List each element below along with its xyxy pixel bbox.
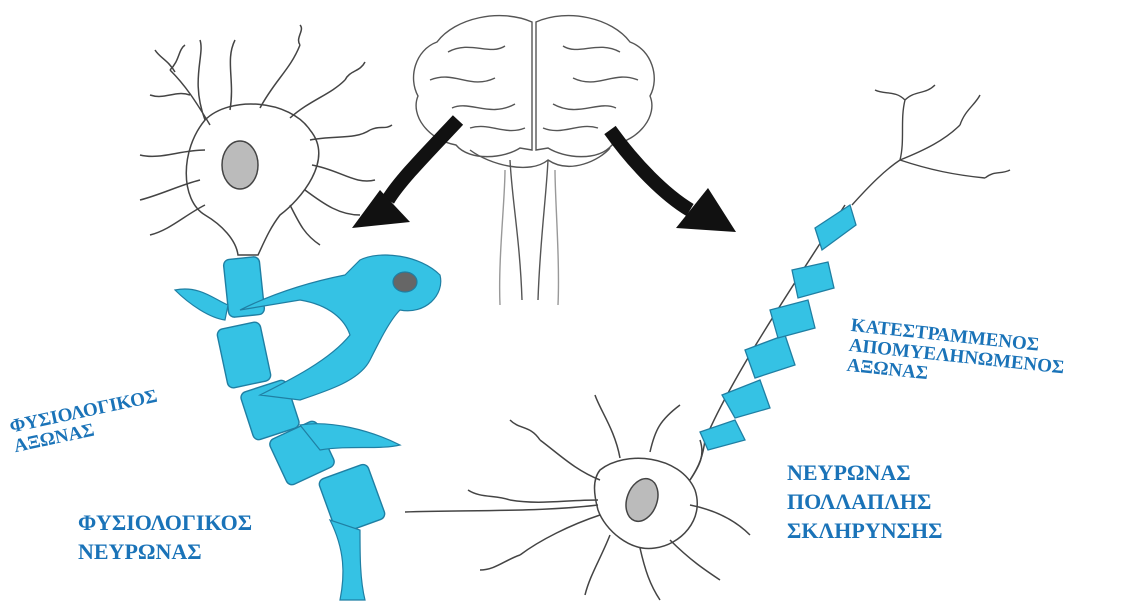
label-ms-neuron: ΝΕΥΡΩΝΑΣ ΠΟΛΛΑΠΛΗΣ ΣΚΛΗΡΥΝΣΗΣ (787, 458, 942, 545)
axon-terminal (852, 85, 1010, 205)
label-normal-neuron-line2: ΝΕΥΡΩΝΑΣ (78, 538, 252, 567)
label-normal-neuron-line1: ΦΥΣΙΟΛΟΓΙΚΟΣ (78, 509, 252, 538)
label-normal-neuron: ΦΥΣΙΟΛΟΓΙΚΟΣ ΝΕΥΡΩΝΑΣ (78, 509, 252, 566)
neuron-illustration-normal (140, 25, 392, 255)
brain-illustration (414, 16, 655, 305)
arrow-right (610, 130, 736, 232)
arrow-left (352, 120, 458, 228)
neuron-illustration-ms (405, 395, 750, 600)
label-ms-neuron-line3: ΣΚΛΗΡΥΝΣΗΣ (787, 516, 942, 545)
label-ms-neuron-line2: ΠΟΛΛΑΠΛΗΣ (787, 487, 942, 516)
label-ms-neuron-line1: ΝΕΥΡΩΝΑΣ (787, 458, 942, 487)
demyelinated-axon (700, 205, 856, 450)
